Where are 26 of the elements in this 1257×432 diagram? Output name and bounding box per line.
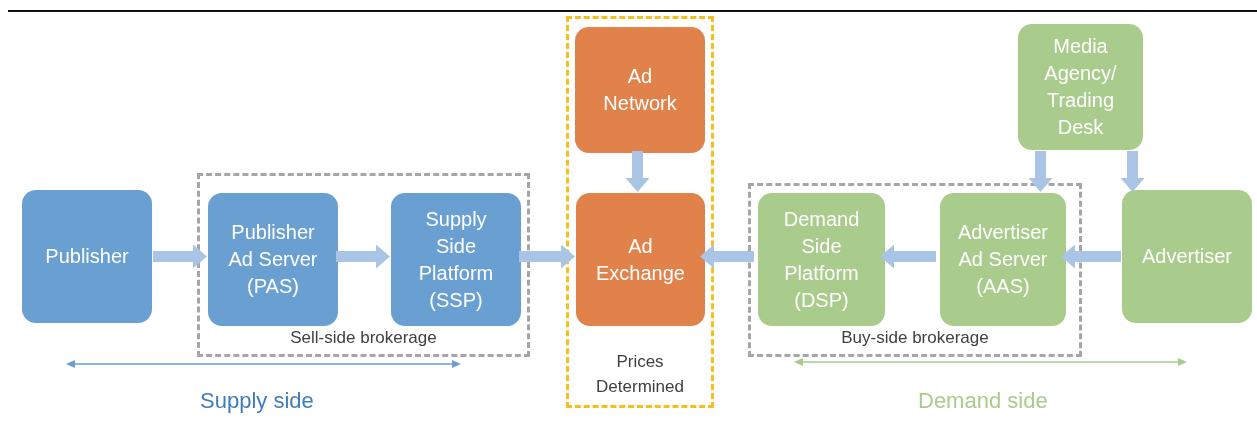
block-arrow	[1120, 151, 1145, 192]
block-arrow	[336, 244, 390, 269]
process-box: Publisher Ad Server (PAS)	[208, 193, 338, 326]
side-label: Demand side	[918, 388, 1048, 414]
group-label: Prices Determined	[595, 351, 685, 398]
process-box: Ad Network	[575, 27, 705, 153]
process-box: Advertiser Ad Server (AAS)	[940, 193, 1066, 326]
block-arrow	[700, 244, 754, 269]
group-label: Buy-side brokerage	[840, 327, 990, 349]
block-arrow	[153, 244, 207, 269]
exchange-group	[566, 16, 714, 408]
block-arrow	[880, 244, 936, 269]
block-arrow	[1061, 244, 1121, 269]
process-box: Publisher	[22, 190, 152, 323]
side-label: Supply side	[200, 388, 314, 414]
block-arrow	[625, 151, 650, 192]
process-box: Supply Side Platform (SSP)	[391, 193, 521, 326]
group-label: Sell-side brokerage	[289, 327, 438, 349]
block-arrow	[1028, 151, 1053, 192]
process-box: Advertiser	[1122, 190, 1252, 323]
brokerage-group	[748, 183, 1082, 357]
brokerage-group	[197, 173, 530, 357]
process-box: Demand Side Platform (DSP)	[758, 193, 885, 326]
process-box: Ad Exchange	[576, 193, 705, 326]
process-box: Media Agency/ Trading Desk	[1018, 24, 1143, 150]
block-arrow	[519, 244, 575, 269]
